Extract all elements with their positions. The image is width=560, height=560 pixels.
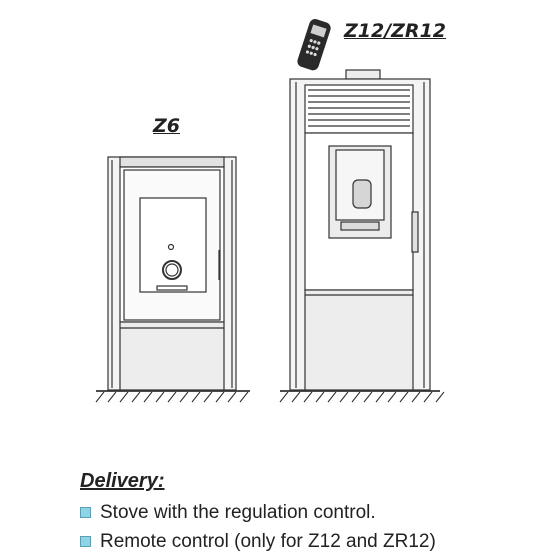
- hatch-mark: [315, 391, 325, 403]
- delivery-item-text: Remote control (only for Z12 and ZR12): [100, 530, 436, 552]
- bullet-square-icon: [80, 536, 91, 547]
- z12-stove: [289, 69, 431, 391]
- hatch-mark: [191, 391, 201, 403]
- delivery-title: Delivery:: [80, 470, 165, 492]
- hatch-mark: [155, 391, 165, 403]
- hatch-mark: [143, 391, 153, 403]
- hatch-mark: [375, 391, 385, 403]
- hatch-mark: [119, 391, 129, 403]
- hatch-mark: [291, 391, 301, 403]
- z6-label: Z6: [153, 115, 180, 137]
- hatch-mark: [107, 391, 117, 403]
- hatch-mark: [279, 391, 289, 403]
- hatch-mark: [239, 391, 249, 403]
- list-item: Stove with the regulation control.: [80, 498, 436, 527]
- hatch-mark: [423, 391, 433, 403]
- hatch-mark: [203, 391, 213, 403]
- hatch-mark: [411, 391, 421, 403]
- z6-stove: [107, 156, 237, 391]
- hatch-mark: [363, 391, 373, 403]
- hatch-mark: [131, 391, 141, 403]
- hatch-mark: [215, 391, 225, 403]
- hatch-mark: [179, 391, 189, 403]
- hatch-mark: [327, 391, 337, 403]
- remote-control-icon: [297, 19, 331, 71]
- list-item: Remote control (only for Z12 and ZR12): [80, 527, 436, 556]
- hatch-mark: [95, 391, 105, 403]
- hatch-mark: [387, 391, 397, 403]
- z12-grille: [308, 89, 410, 127]
- floor-hatch: [95, 391, 445, 403]
- hatch-mark: [227, 391, 237, 403]
- bullet-square-icon: [80, 507, 91, 518]
- stove-diagram: [95, 19, 445, 403]
- delivery-item-text: Stove with the regulation control.: [100, 501, 376, 523]
- hatch-mark: [399, 391, 409, 403]
- hatch-mark: [351, 391, 361, 403]
- delivery-list: Stove with the regulation control. Remot…: [80, 498, 436, 556]
- hatch-mark: [303, 391, 313, 403]
- z12-label: Z12/ZR12: [344, 20, 447, 42]
- hatch-mark: [339, 391, 349, 403]
- hatch-mark: [167, 391, 177, 403]
- hatch-mark: [435, 391, 445, 403]
